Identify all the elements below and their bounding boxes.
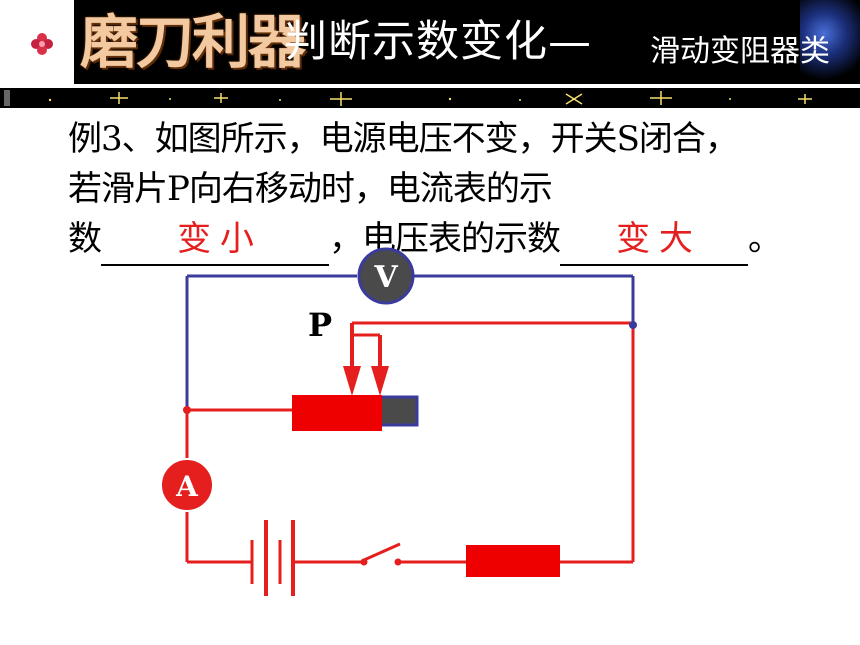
switch [360, 542, 402, 566]
rheostat-red-segment [292, 395, 382, 431]
line3-middle: ，电压表的示数 [329, 219, 561, 259]
question-text: 例3、如图所示，电源电压不变，开关S闭合， 若滑片P向右移动时，电流表的示 数变… [68, 114, 828, 266]
line3-suffix: 。 [748, 219, 782, 259]
title-small: 滑动变阻器类 [650, 34, 830, 69]
rheostat-gray-segment [378, 395, 419, 427]
decorative-glow [800, 0, 860, 84]
answer-blank-voltage: 变 大 [560, 214, 748, 266]
junction-right [629, 321, 637, 329]
ammeter-label: A [175, 470, 199, 503]
fixed-resistor [466, 545, 560, 577]
line3-prefix: 数 [68, 219, 102, 259]
question-line-2: 若滑片P向右移动时，电流表的示 [68, 169, 553, 209]
junction-left [183, 406, 191, 414]
answer-blank-current: 变 小 [101, 214, 329, 266]
battery [250, 520, 295, 596]
title-sub: 判断示数变化— [284, 17, 592, 67]
question-line-3: 数变 小，电压表的示数变 大。 [68, 214, 828, 266]
flower-icon [31, 33, 53, 55]
slider-p-arrows [343, 323, 389, 396]
title-main: 磨刀利器 [80, 8, 306, 76]
question-line-1: 例3、如图所示，电源电压不变，开关S闭合， [68, 119, 739, 159]
ammeter [160, 458, 214, 512]
header-bar [74, 0, 860, 84]
voltmeter-label: V [373, 260, 398, 295]
voltmeter [357, 247, 415, 305]
decorative-stripe [0, 88, 860, 108]
slider-label: P [308, 306, 332, 344]
stripe-end [4, 90, 10, 106]
